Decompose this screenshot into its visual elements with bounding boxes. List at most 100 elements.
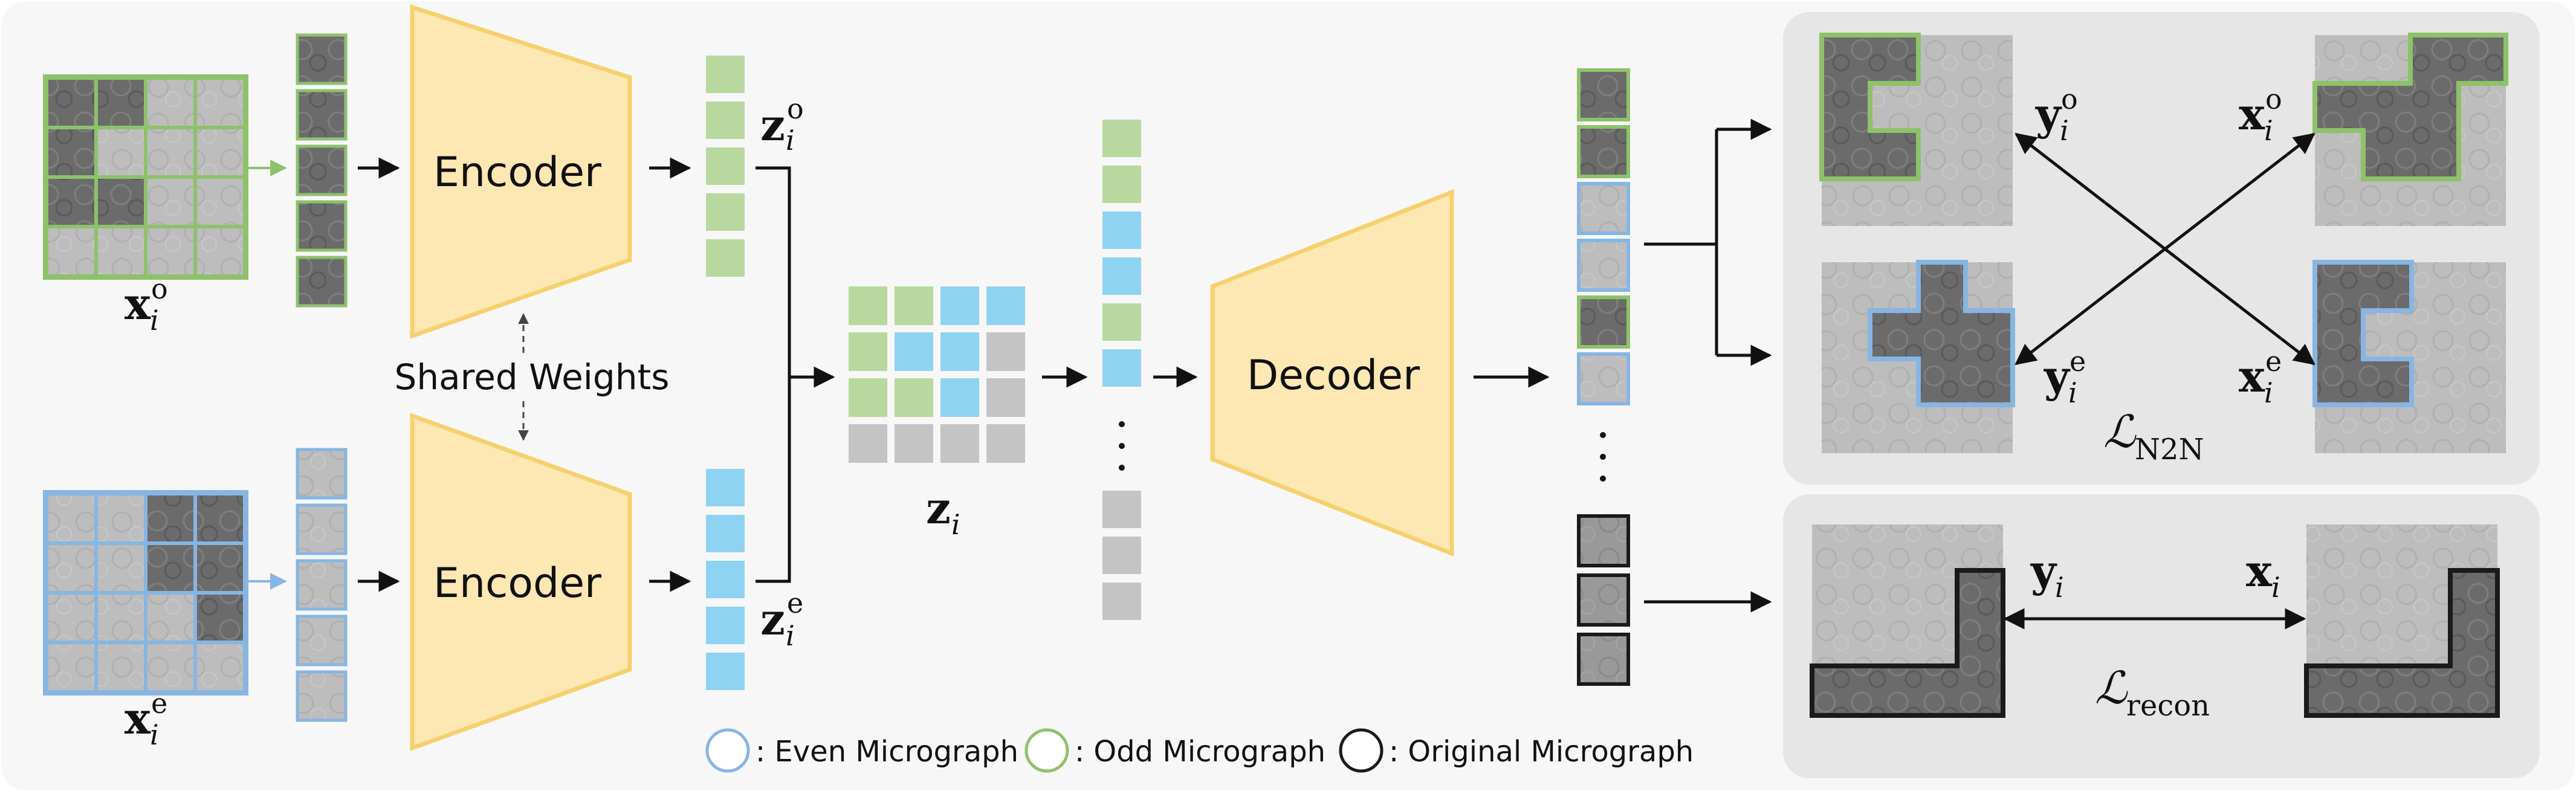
- legend-even-swatch: [705, 728, 750, 773]
- patch-tile: [296, 200, 348, 252]
- sequence-token: [1102, 211, 1141, 249]
- y-even-label: y: [2044, 350, 2071, 402]
- legend-original-text: : Original Micrograph: [1389, 735, 1694, 769]
- grid-token: [849, 286, 887, 325]
- micrograph-highlight: [1810, 568, 2005, 718]
- x-odd-panel-label: x: [2239, 88, 2265, 140]
- x-even-input-label: x: [125, 692, 151, 744]
- micrograph-highlight: [1819, 33, 1921, 181]
- sequence-token: [1102, 303, 1141, 341]
- encoder-top-shape: [410, 4, 632, 339]
- input-grid-cell: [95, 127, 146, 178]
- token-sequence: [1102, 120, 1141, 620]
- y-recon-label: y: [2030, 545, 2057, 596]
- latent-token: [706, 102, 745, 139]
- latent-token: [706, 561, 745, 598]
- grid-token: [849, 424, 887, 463]
- y-even-sup: e: [2070, 345, 2086, 378]
- grid-token: [940, 378, 979, 417]
- output-patch: [1577, 573, 1630, 627]
- grid-token: [986, 424, 1025, 463]
- input-grid-cell: [95, 592, 146, 643]
- latent-token: [706, 515, 745, 552]
- y-recon-sub: i: [2055, 571, 2064, 604]
- loss-n2n-sub: N2N: [2135, 433, 2204, 466]
- sequence-token: [1102, 166, 1141, 203]
- odd-patch-column: [296, 33, 348, 308]
- output-patch-column: [1577, 68, 1630, 686]
- x-odd-panel-sup: o: [2265, 83, 2282, 115]
- patch-tile: [296, 89, 348, 141]
- patch-tile: [296, 503, 348, 555]
- z-combined-label: z: [926, 482, 951, 534]
- patch-tile: [296, 448, 348, 500]
- output-patch: [1577, 239, 1630, 292]
- input-grid-cell: [195, 642, 245, 692]
- output-patch: [1577, 125, 1630, 178]
- odd-input-grid: [43, 74, 248, 280]
- patch-tile: [296, 670, 348, 722]
- output-patch: [1577, 633, 1630, 686]
- sequence-token: [1102, 491, 1141, 528]
- z-even-sub: i: [786, 619, 795, 652]
- x-odd-panel-sub: i: [2264, 114, 2273, 147]
- input-grid-cell: [195, 592, 245, 643]
- sequence-token: [1102, 120, 1141, 157]
- input-grid-cell: [145, 592, 196, 643]
- y-even-sub: i: [2068, 376, 2077, 409]
- y-odd-label: y: [2035, 88, 2062, 140]
- output-patch: [1577, 295, 1630, 349]
- input-grid-cell: [95, 543, 146, 593]
- grid-token: [986, 286, 1025, 325]
- latent-token: [706, 469, 745, 506]
- latent-token: [706, 239, 745, 277]
- loss-recon-sub: recon: [2126, 689, 2210, 723]
- output-patch: [1577, 514, 1630, 567]
- patch-tile: [296, 256, 348, 308]
- ellipsis-dot: [1600, 432, 1606, 438]
- input-grid-cell: [195, 493, 245, 544]
- input-grid-cell: [46, 493, 97, 544]
- input-grid-cell: [95, 77, 146, 128]
- input-grid-cell: [46, 543, 97, 593]
- y-odd-sup: o: [2061, 83, 2078, 115]
- z-even-label: z: [760, 593, 785, 645]
- even-patch-column: [296, 448, 348, 722]
- x-recon-sub: i: [2271, 571, 2280, 604]
- z-even-sup: e: [787, 587, 803, 619]
- grid-token: [895, 332, 933, 371]
- grid-token: [895, 286, 933, 325]
- x-odd-input-sup: o: [151, 273, 168, 305]
- decoder-label: Decoder: [1247, 352, 1420, 399]
- grid-token: [849, 332, 887, 371]
- input-grid-cell: [195, 77, 245, 128]
- legend-odd-text: : Odd Micrograph: [1075, 735, 1325, 769]
- z-odd-sub: i: [786, 124, 795, 157]
- shared-weights-label: Shared Weights: [395, 357, 670, 398]
- x-even-panel-sub: i: [2264, 376, 2273, 409]
- grid-token: [940, 424, 979, 463]
- legend-odd-swatch: [1024, 728, 1069, 773]
- input-grid-cell: [95, 642, 146, 692]
- patch-tile: [296, 33, 348, 85]
- latent-token: [706, 653, 745, 690]
- grid-token: [986, 332, 1025, 371]
- output-patch: [1577, 352, 1630, 405]
- even-input-grid: [43, 490, 248, 696]
- x-odd-input-sub: i: [150, 304, 159, 337]
- loss-panel-images: [1810, 33, 2508, 718]
- x-even-panel-sup: e: [2265, 345, 2282, 378]
- legend-original-swatch: [1339, 728, 1383, 773]
- micrograph-highlight: [1868, 260, 2015, 407]
- sequence-token: [1102, 257, 1141, 295]
- patch-tile: [296, 559, 348, 611]
- input-grid-cell: [195, 127, 245, 178]
- grid-token: [940, 286, 979, 325]
- latent-token: [706, 607, 745, 644]
- loss-n2n-symbol: ℒ: [2103, 406, 2137, 458]
- x-even-panel-label: x: [2239, 350, 2265, 402]
- grid-token: [895, 424, 933, 463]
- latent-token: [706, 56, 745, 93]
- input-grid-cell: [95, 493, 146, 544]
